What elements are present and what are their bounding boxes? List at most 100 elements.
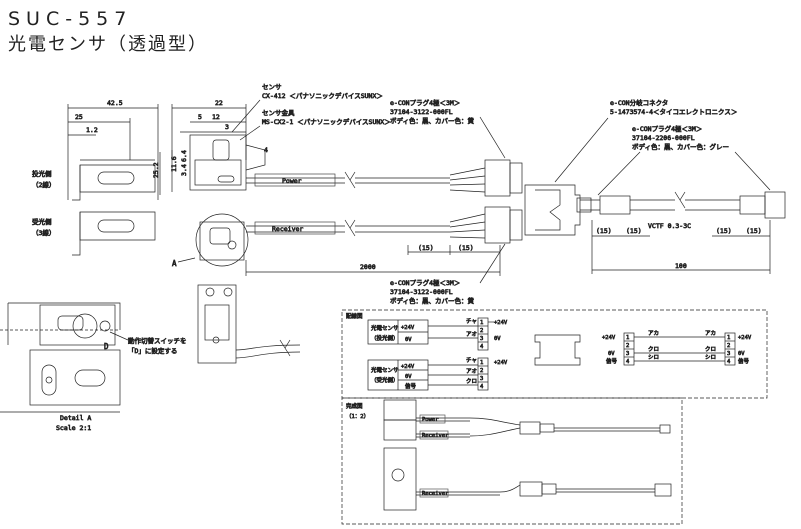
receiver-black: クロ — [466, 378, 477, 385]
emitter-v24: +24V — [401, 325, 415, 331]
product-title: 光電センサ（透過型） — [8, 34, 208, 55]
svg-text:4: 4 — [727, 359, 731, 365]
plug-top-color: ボディ色：黒、カバー色：黄 — [390, 116, 475, 125]
dim-2000: 2000 — [360, 263, 376, 271]
wiring-receiver-box — [367, 357, 489, 391]
right-left-24v: +24V — [602, 335, 616, 341]
dim-25: 25 — [75, 113, 83, 121]
emitter-sensor-side — [189, 134, 266, 191]
right-red-b: アカ — [705, 330, 716, 337]
layout-view-frame — [341, 397, 683, 525]
svg-text:4: 4 — [480, 344, 484, 350]
plug-bottom-pn: 37104-3122-000FL — [390, 288, 453, 296]
svg-text:2: 2 — [626, 343, 629, 349]
svg-text:4: 4 — [626, 359, 630, 365]
switch-note-line2: 「D」に設定する — [128, 346, 177, 355]
right-left-0v: 0V — [608, 351, 615, 357]
dim-15-a: (15) — [418, 244, 434, 252]
svg-text:3: 3 — [480, 376, 483, 382]
svg-text:3: 3 — [626, 351, 629, 357]
emitter-v0: 0V — [405, 337, 412, 343]
plug-right-pn: 37104-2206-000FL — [632, 134, 695, 142]
vctf-label: VCTF 0.3-3C — [648, 222, 691, 230]
emitter-sensor-front — [72, 159, 156, 201]
d-marker: D — [104, 342, 109, 351]
detail-a-title: Detail A — [60, 414, 91, 422]
right-black-b: クロ — [705, 346, 716, 353]
emitter-blue: アオ — [466, 331, 477, 338]
detail-a-view — [0, 302, 121, 413]
right-right-24v: +24V — [738, 335, 752, 341]
right-right-signal: 信号 — [738, 357, 750, 365]
receiver-blue: アオ — [466, 368, 477, 375]
svg-text:1: 1 — [727, 335, 730, 341]
receiver-brown: チャ — [466, 357, 477, 364]
wiring-emitter-box — [367, 317, 494, 351]
right-right-0v: 0V — [738, 351, 745, 357]
plug-bottom-label: e-CONプラグ4極＜3M＞ — [390, 278, 460, 287]
wiring-branch-symbol — [534, 334, 581, 366]
svg-text:2: 2 — [727, 343, 730, 349]
emitter-box-label: 光電センサ — [371, 324, 399, 332]
layout-scale: （1：2） — [346, 413, 369, 420]
sensor-model: CX-412 ＜パナソニックデバイスSUNX＞ — [262, 91, 383, 100]
receiver-sensor-front — [72, 211, 156, 256]
dim-22: 22 — [215, 99, 223, 107]
receiver-box-sub: （受光側） — [371, 376, 399, 384]
emitter-pin-1: 1 — [480, 320, 483, 326]
dim-3-4: 3.4 — [180, 164, 188, 176]
emitter-pin-0v: 0V — [494, 336, 501, 342]
vctf-cable — [599, 191, 786, 219]
receiver-pin-24v: +24V — [494, 360, 508, 366]
branch-pn: 5-1473574-4＜タイコエレクトロニクス＞ — [610, 107, 737, 116]
bracket-model: MS-CX2-1 ＜パナソニックデバイスSUNX＞ — [262, 117, 391, 126]
dim-11-6: 11.6 — [170, 156, 178, 172]
detail-a-scale: Scale 2:1 — [56, 424, 91, 432]
dim-100: 100 — [675, 262, 687, 270]
svg-text:3: 3 — [480, 336, 483, 342]
dim-6-4: 6.4 — [180, 150, 188, 162]
svg-text:3: 3 — [727, 351, 730, 357]
wiring-diagram-frame — [341, 309, 768, 399]
emitter-pin-24v: +24V — [494, 320, 508, 326]
emitter-brown: チャ — [466, 318, 477, 325]
receiver-cable — [246, 206, 523, 244]
receiver-cable-label: Receiver — [272, 225, 303, 233]
dim-3: 3 — [225, 123, 229, 131]
right-left-signal: 信号 — [606, 357, 618, 365]
receiver-wires: （3線） — [32, 228, 55, 237]
dim-5: 5 — [198, 113, 202, 121]
right-red-a: アカ — [648, 330, 659, 337]
receiver-v24: +24V — [401, 364, 415, 370]
svg-text:2: 2 — [480, 328, 483, 334]
dim-15-e: (15) — [716, 227, 732, 235]
layout-view-parts — [383, 399, 672, 511]
plug-top-label: e-CONプラグ4極＜3M＞ — [390, 98, 460, 107]
svg-text:1: 1 — [480, 360, 483, 366]
svg-text:4: 4 — [480, 384, 484, 390]
bracket-label: センサ金具 — [262, 108, 295, 117]
svg-text:1: 1 — [626, 335, 629, 341]
emitter-wires: （2線） — [32, 180, 55, 189]
power-cable — [246, 159, 523, 197]
switch-note-line1: 動作切替スイッチを — [128, 336, 187, 345]
receiver-signal: 信号 — [405, 382, 417, 390]
right-black-a: クロ — [648, 346, 659, 353]
emitter-label: 投光側 — [32, 169, 52, 178]
receiver-detail-circle — [177, 213, 249, 267]
dim-15-d: (15) — [626, 227, 642, 235]
dim-15-c: (15) — [596, 227, 612, 235]
dim-42-5: 42.5 — [107, 99, 123, 107]
detail-a-marker: A — [172, 259, 177, 268]
model-title: SUC-557 — [8, 8, 133, 30]
power-cable-label: Power — [282, 177, 302, 185]
dimension-lines-bottom — [245, 220, 771, 276]
receiver-label: 受光側 — [32, 217, 52, 226]
layout-receiver-label: Receiver — [422, 433, 449, 439]
plug-top-pn: 37104-3122-000FL — [390, 108, 453, 116]
dim-15-b: (15) — [458, 244, 474, 252]
layout-power-label: Power — [422, 417, 439, 423]
plug-bottom-color: ボディ色：黒、カバー色：黄 — [390, 296, 475, 305]
plug-right-label: e-CONプラグ4極＜3M＞ — [632, 124, 702, 133]
right-white-a: シロ — [648, 355, 659, 361]
